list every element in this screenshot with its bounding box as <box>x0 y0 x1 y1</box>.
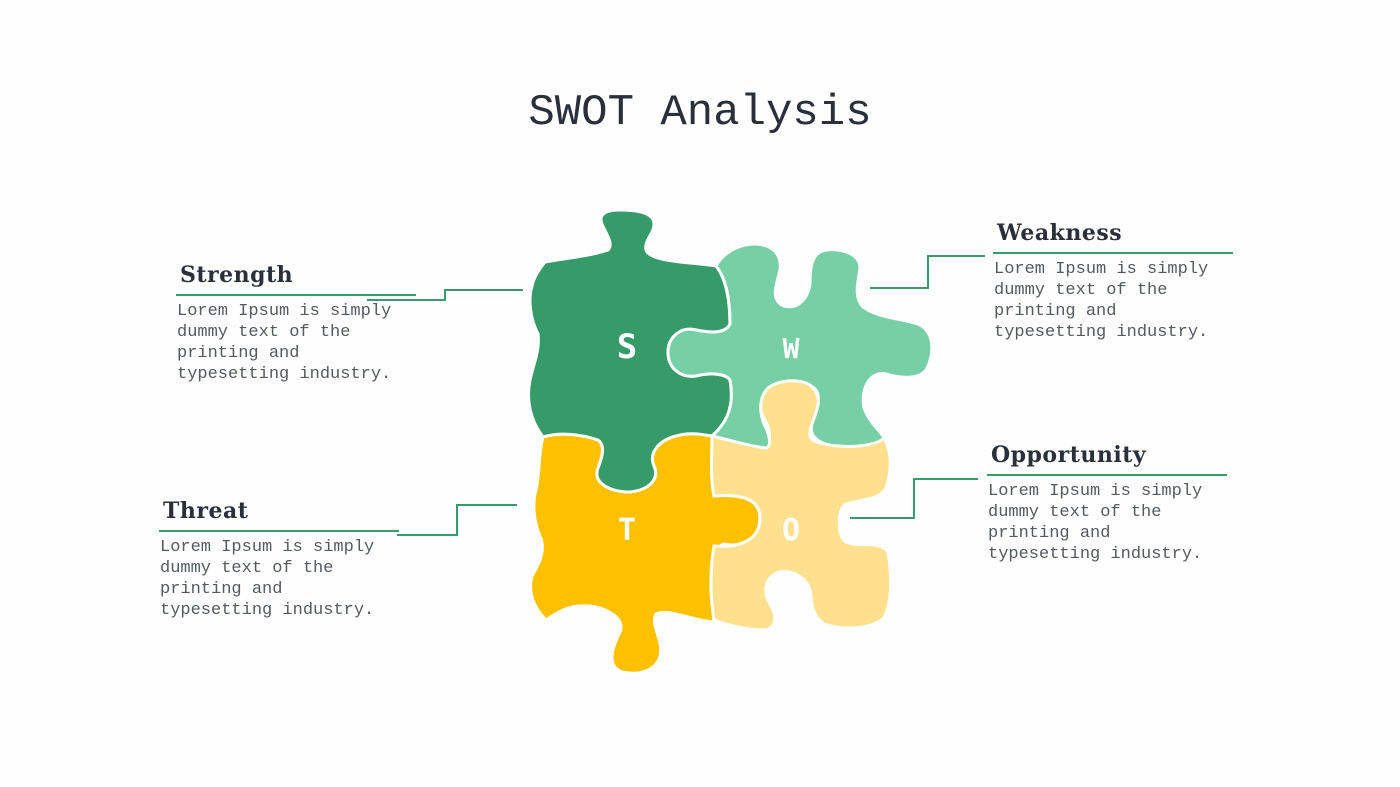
opportunity-description: Lorem Ipsum is simply dummy text of the … <box>988 482 1203 564</box>
opportunity-connector-line <box>850 478 978 519</box>
opportunity-letter: O <box>782 513 800 548</box>
weakness-heading: Weakness <box>993 220 1233 254</box>
weakness-connector-line <box>870 255 985 289</box>
page-title: SWOT Analysis <box>528 88 872 138</box>
threat-connector-line <box>397 504 517 536</box>
threat-letter: T <box>618 513 636 548</box>
weakness-description: Lorem Ipsum is simply dummy text of the … <box>994 260 1209 342</box>
strength-letter: S <box>617 327 637 367</box>
strength-block: Strength Lorem Ipsum is simply dummy tex… <box>176 262 416 385</box>
threat-description: Lorem Ipsum is simply dummy text of the … <box>160 538 375 620</box>
threat-heading: Threat <box>159 498 399 532</box>
weakness-puzzle-piece <box>666 242 934 450</box>
weakness-block: Weakness Lorem Ipsum is simply dummy tex… <box>993 220 1233 343</box>
opportunity-block: Opportunity Lorem Ipsum is simply dummy … <box>987 442 1227 565</box>
weakness-letter: W <box>783 332 800 365</box>
threat-block: Threat Lorem Ipsum is simply dummy text … <box>159 498 399 621</box>
strength-connector-line <box>367 289 523 301</box>
strength-description: Lorem Ipsum is simply dummy text of the … <box>177 302 392 384</box>
opportunity-heading: Opportunity <box>987 442 1227 476</box>
strength-heading: Strength <box>176 262 416 296</box>
